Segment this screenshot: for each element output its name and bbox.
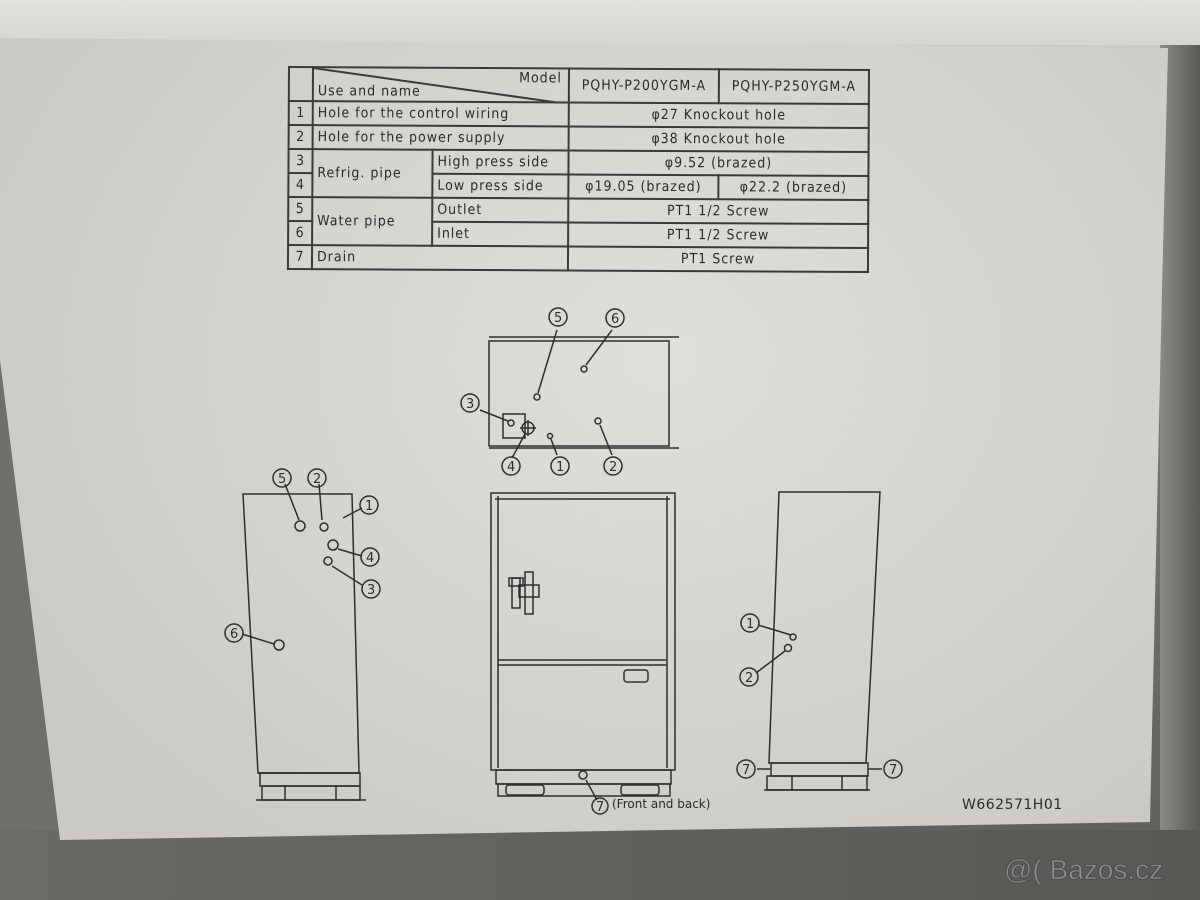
svg-text:5: 5 [278, 472, 286, 487]
callout-4-icon: 4 [360, 547, 380, 567]
callout-3-icon: 3 [361, 579, 381, 599]
callout-2-icon: 2 [307, 468, 327, 488]
top-view-drawing: 5 6 3 4 1 2 [460, 307, 679, 476]
svg-text:3: 3 [466, 397, 474, 412]
left-side-view-drawing: 5 2 1 4 3 6 [224, 468, 381, 801]
svg-text:4: 4 [507, 460, 515, 475]
svg-text:5: 5 [554, 311, 562, 326]
svg-text:2: 2 [745, 671, 753, 686]
callout-6-icon: 6 [224, 623, 244, 643]
callout-1-icon: 1 [740, 613, 760, 633]
callout-1-icon: 1 [359, 495, 379, 515]
svg-text:7: 7 [889, 763, 897, 778]
right-side-view-drawing: 1 2 7 7 [736, 491, 903, 791]
svg-text:2: 2 [609, 460, 617, 475]
callout-5-icon: 5 [272, 468, 292, 488]
svg-text:1: 1 [746, 617, 754, 632]
callout-3-icon: 3 [460, 393, 480, 413]
document-number: W662571H01 [962, 797, 1063, 813]
watermark: @( Bazos.cz [1003, 854, 1164, 886]
callout-6-icon: 6 [605, 308, 625, 328]
svg-text:2: 2 [313, 472, 321, 487]
background-wall-top [0, 0, 1200, 45]
callout-1-icon: 1 [550, 456, 570, 476]
valve-icon [508, 571, 540, 615]
svg-text:1: 1 [365, 499, 373, 514]
svg-text:3: 3 [367, 583, 375, 598]
svg-text:4: 4 [366, 551, 374, 566]
table-header-row: Model Use and name PQHY-P200YGM-A PQHY-P… [288, 67, 869, 105]
callout-2-icon: 2 [603, 456, 623, 476]
svg-text:6: 6 [611, 312, 619, 327]
callout-2-icon: 2 [739, 667, 759, 687]
svg-text:1: 1 [556, 460, 564, 475]
callout-7-icon: 7 [736, 759, 756, 779]
specification-table: Model Use and name PQHY-P200YGM-A PQHY-P… [287, 66, 870, 273]
front-view-drawing: 7 [490, 492, 676, 815]
header-use-model-cell: Model Use and name [312, 67, 569, 104]
callout-5-icon: 5 [548, 307, 568, 327]
front-and-back-note: (Front and back) [612, 797, 711, 811]
callout-7-icon: 7 [591, 797, 609, 815]
callout-4-icon: 4 [501, 456, 521, 476]
background-wall-right [1160, 45, 1200, 900]
callout-7-icon: 7 [883, 759, 903, 779]
diagonal-divider-icon [313, 68, 564, 104]
background-wall-bottom [0, 830, 1200, 900]
svg-text:7: 7 [596, 800, 604, 815]
svg-text:7: 7 [742, 763, 750, 778]
svg-text:6: 6 [230, 627, 238, 642]
